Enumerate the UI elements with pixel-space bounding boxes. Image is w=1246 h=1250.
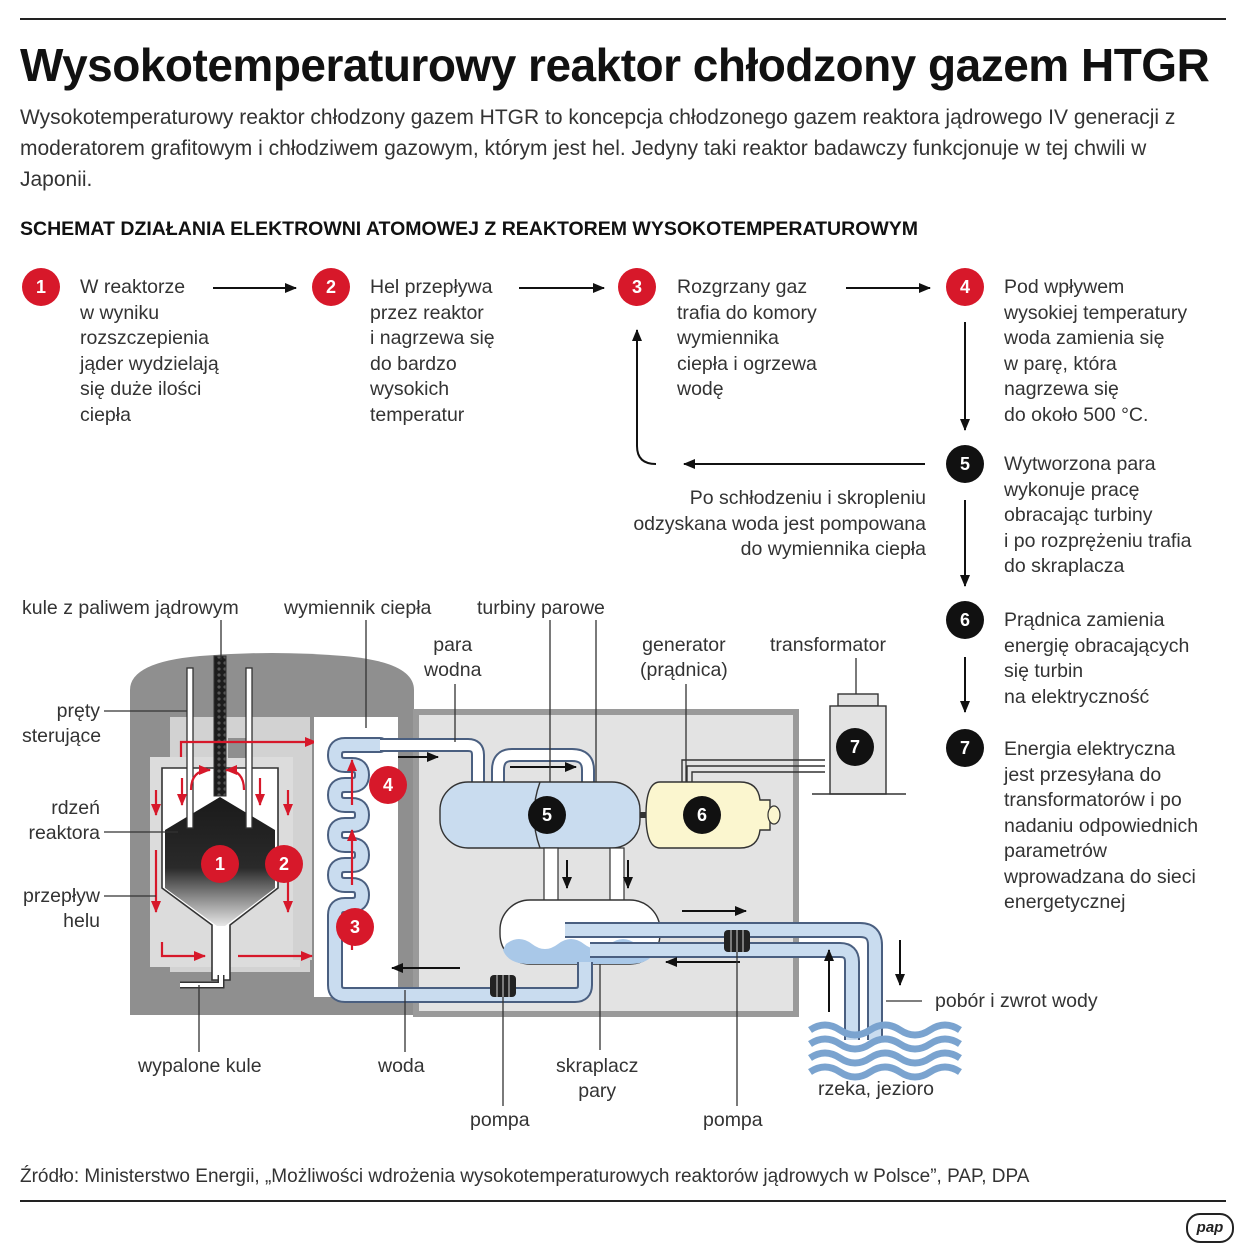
- intro-paragraph: Wysokotemperaturowy reaktor chłodzony ga…: [20, 106, 1176, 191]
- diagram-badge-5: 5: [528, 796, 566, 834]
- label-spent-balls: wypalone kule: [138, 1055, 262, 1077]
- label-water-intake: pobór i zwrot wody: [935, 990, 1098, 1012]
- control-rod-right: [245, 667, 253, 829]
- label-fuel-balls: kule z paliwem jądrowym: [22, 597, 239, 619]
- label-river: rzeka, jezioro: [818, 1078, 934, 1100]
- pump-left-icon: [490, 975, 516, 997]
- label-generator: generator(prądnica): [640, 634, 728, 681]
- step-2-badge: 2: [312, 268, 350, 306]
- step-5-badge: 5: [946, 445, 984, 483]
- steam-pipe: [380, 738, 595, 782]
- diagram-badge-4: 4: [369, 766, 407, 804]
- page-title: Wysokotemperaturowy reaktor chłodzony ga…: [20, 39, 1210, 91]
- pump-right-icon: [724, 930, 750, 952]
- fuel-feed-pipe: [213, 655, 227, 797]
- step-1-badge: 1: [22, 268, 60, 306]
- diagram-badge-6: 6: [683, 796, 721, 834]
- cooling-water-loop: [565, 906, 905, 1040]
- step-4-badge: 4: [946, 268, 984, 306]
- diagram-badge-3: 3: [336, 908, 374, 946]
- source-note: Źródło: Ministerstwo Energii, „Możliwośc…: [20, 1166, 1030, 1187]
- label-transformer: transformator: [770, 634, 886, 656]
- pap-logo: pap: [1186, 1213, 1234, 1243]
- arrow-up-to-3: [632, 329, 657, 465]
- step-3-badge: 3: [618, 268, 656, 306]
- label-heat-exchanger: wymiennik ciepła: [284, 597, 432, 619]
- label-pump-right: pompa: [703, 1109, 763, 1131]
- flow-arrows: [213, 283, 970, 713]
- bottom-rule: [20, 1200, 1226, 1202]
- section-heading: SCHEMAT DZIAŁANIA ELEKTROWNI ATOMOWEJ Z …: [20, 218, 919, 240]
- control-rod-left: [186, 667, 194, 829]
- step-6-badge: 6: [946, 601, 984, 639]
- diagram-badge-7: 7: [836, 728, 874, 766]
- diagram-badge-2: 2: [265, 845, 303, 883]
- exhaust-pipes: [543, 847, 633, 907]
- label-leaders: [104, 620, 922, 1106]
- feedwater-pipe: [327, 962, 593, 1003]
- step-7-badge: 7: [946, 729, 984, 767]
- river-waves-icon: [808, 1021, 962, 1081]
- heat-exchanger: [314, 717, 398, 997]
- label-water: woda: [378, 1055, 425, 1077]
- diagram-badge-1: 1: [201, 845, 239, 883]
- label-steam-turbines: turbiny parowe: [477, 597, 605, 619]
- label-pump-left: pompa: [470, 1109, 530, 1131]
- top-rule: [20, 18, 1226, 20]
- power-cables: [681, 759, 825, 782]
